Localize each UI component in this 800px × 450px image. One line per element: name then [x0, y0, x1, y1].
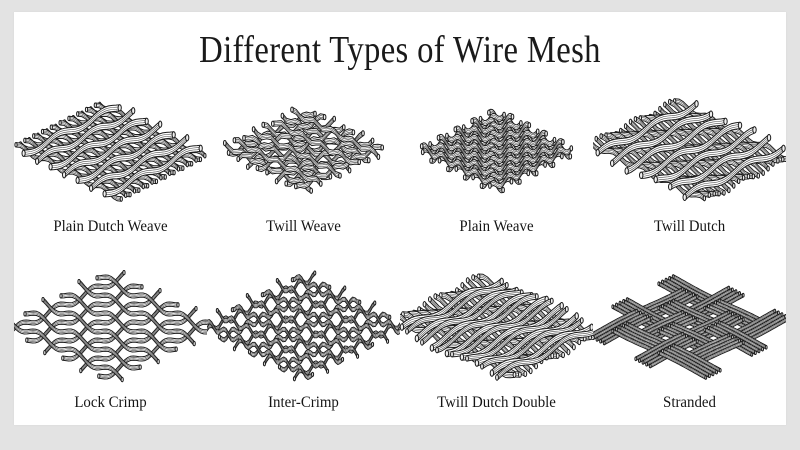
plain-weave-mesh-icon: [400, 84, 593, 219]
twill-dutch-double-mesh-icon: [400, 260, 593, 395]
lock-crimp-mesh-icon: [14, 260, 207, 395]
mesh-label: Plain Weave: [459, 218, 534, 235]
mesh-item-inter-crimp[interactable]: Inter-Crimp: [207, 260, 400, 430]
mesh-item-plain-dutch-weave[interactable]: Plain Dutch Weave: [14, 84, 207, 254]
twill-dutch-mesh-icon: [593, 84, 786, 219]
mesh-label: Stranded: [663, 394, 716, 411]
inter-crimp-mesh-icon: [207, 260, 400, 395]
poster-canvas: Different Types of Wire Mesh Plain Dutch…: [14, 12, 786, 425]
mesh-grid: Plain Dutch Weave Twill Weave Plain Weav…: [14, 84, 786, 424]
mesh-item-plain-weave[interactable]: Plain Weave: [400, 84, 593, 254]
mesh-item-lock-crimp[interactable]: Lock Crimp: [14, 260, 207, 430]
mesh-label: Twill Dutch: [653, 218, 726, 235]
mesh-label: Plain Dutch Weave: [53, 218, 168, 235]
plain-dutch-weave-mesh-icon: [14, 84, 207, 219]
mesh-label: Twill Weave: [266, 218, 341, 235]
mesh-label: Inter-Crimp: [268, 394, 339, 411]
mesh-item-twill-dutch[interactable]: Twill Dutch: [593, 84, 786, 254]
stranded-mesh-icon: [593, 260, 786, 395]
mesh-label: Twill Dutch Double: [437, 394, 556, 411]
mesh-item-stranded[interactable]: Stranded: [593, 260, 786, 430]
twill-weave-mesh-icon: [207, 84, 400, 219]
mesh-item-twill-dutch-double[interactable]: Twill Dutch Double: [400, 260, 593, 430]
mesh-label: Lock Crimp: [74, 394, 147, 411]
mesh-item-twill-weave[interactable]: Twill Weave: [207, 84, 400, 254]
page-title: Different Types of Wire Mesh: [199, 29, 601, 71]
